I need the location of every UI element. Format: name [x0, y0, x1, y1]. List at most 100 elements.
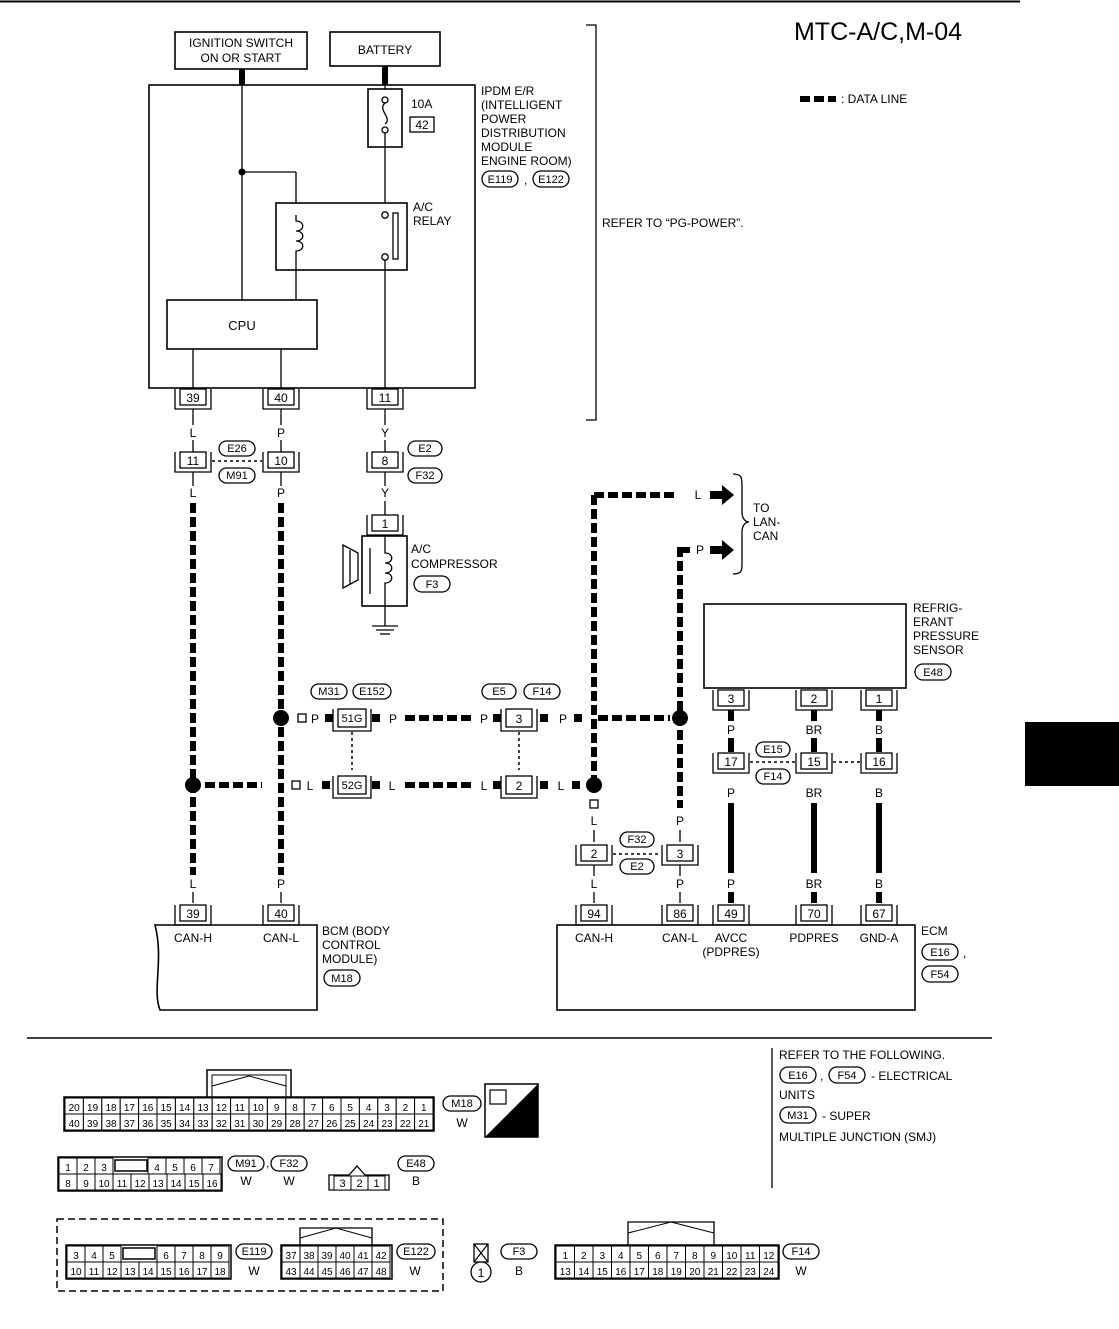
- svg-text:Y: Y: [381, 426, 389, 440]
- svg-text:L: L: [591, 877, 598, 891]
- svg-text:GND-A: GND-A: [860, 931, 899, 945]
- f14-pin-number: 6: [655, 1251, 661, 1262]
- m18-pin-number: 12: [216, 1103, 228, 1114]
- m91-pin-number: 3: [101, 1163, 107, 1174]
- svg-text:1: 1: [876, 692, 883, 706]
- svg-text:ON OR START: ON OR START: [201, 51, 283, 65]
- svg-text:MODULE): MODULE): [322, 952, 377, 966]
- e122-pin-number: 43: [285, 1267, 297, 1278]
- svg-text:,: ,: [963, 946, 966, 960]
- section-tab: [1025, 722, 1119, 786]
- e119-pin-number: 13: [124, 1267, 136, 1278]
- svg-text:BR: BR: [806, 877, 823, 891]
- f14-pin-number: 8: [692, 1251, 698, 1262]
- f32-color: W: [283, 1174, 295, 1188]
- m18-pin-number: 11: [235, 1103, 246, 1114]
- svg-text:COMPRESSOR: COMPRESSOR: [411, 557, 498, 571]
- e119-pin-number: 11: [89, 1267, 100, 1278]
- svg-text:P: P: [727, 877, 735, 891]
- e48-tag-label: E48: [406, 1158, 426, 1170]
- svg-text:52G: 52G: [342, 780, 363, 792]
- svg-text:L: L: [481, 779, 488, 793]
- connector-e122-tag: E122: [538, 174, 564, 186]
- svg-text:67: 67: [872, 907, 886, 921]
- svg-text:2: 2: [811, 692, 818, 706]
- svg-text:8: 8: [382, 454, 389, 468]
- svg-text:86: 86: [673, 907, 687, 921]
- can-h-bus: L 52G L L 2 L: [185, 775, 602, 799]
- e119-pin-number: 7: [181, 1251, 187, 1262]
- svg-text:39: 39: [186, 391, 200, 405]
- m91-pin-number: 12: [134, 1179, 146, 1190]
- e119-pin-number: 3: [73, 1251, 79, 1262]
- m18-pin-number: 17: [124, 1103, 136, 1114]
- m18-pin-number: 34: [179, 1119, 191, 1130]
- m18-pin-number: 35: [161, 1119, 173, 1130]
- ipdm-pin-40: 40: [262, 388, 300, 410]
- m18-pin-number: 29: [271, 1119, 283, 1130]
- svg-text:L: L: [307, 779, 314, 793]
- m18-pin-number: 25: [345, 1119, 357, 1130]
- f14-pin-number: 14: [578, 1267, 590, 1278]
- e119-pin-number: 17: [196, 1267, 208, 1278]
- svg-text:ENGINE ROOM): ENGINE ROOM): [481, 154, 572, 168]
- svg-text:3: 3: [728, 692, 735, 706]
- hs-label: H.S.: [507, 1121, 532, 1136]
- f14-pin-number: 18: [652, 1267, 664, 1278]
- m18-pin-number: 36: [142, 1119, 154, 1130]
- m18-pin-number: 27: [308, 1119, 320, 1130]
- to-lan-can: L P TO LAN- CAN: [591, 473, 780, 790]
- ipdm-pin-39: 39: [174, 388, 212, 410]
- svg-text:F32: F32: [628, 834, 647, 846]
- e119-pin-number: 8: [199, 1251, 205, 1262]
- f14-pin-number: 23: [745, 1267, 757, 1278]
- m18-pin-number: 9: [274, 1103, 280, 1114]
- m18-pin-number: 28: [289, 1119, 301, 1130]
- e122-pin-number: 47: [357, 1267, 369, 1278]
- f14-pin-number: 19: [671, 1267, 683, 1278]
- e119-pin-number: 18: [214, 1267, 226, 1278]
- e119-pin: [210, 1261, 230, 1279]
- m91-pin-number: 9: [83, 1179, 89, 1190]
- svg-text:3: 3: [516, 712, 523, 726]
- svg-text:LAN-: LAN-: [753, 515, 780, 529]
- m18-pin-number: 26: [326, 1119, 338, 1130]
- svg-text:REFRIG-: REFRIG-: [913, 601, 962, 615]
- connector-e119-tag: E119: [488, 174, 513, 186]
- m91-tag-label: M91: [235, 1158, 256, 1170]
- e119-pin-number: 6: [163, 1251, 169, 1262]
- svg-text:BR: BR: [806, 723, 823, 737]
- svg-text:40: 40: [274, 907, 288, 921]
- f3-pin-number: 1: [478, 1266, 485, 1280]
- ipdm-er-module: IPDM E/R (INTELLIGENT POWER DISTRIBUTION…: [148, 84, 572, 389]
- svg-text:94: 94: [587, 907, 601, 921]
- svg-text:POWER: POWER: [481, 112, 527, 126]
- joint-e15-f14: 17 15 16 E15 F14: [712, 741, 898, 785]
- f14-pin-number: 4: [618, 1251, 624, 1262]
- svg-text:L: L: [389, 779, 396, 793]
- svg-text:- ELECTRICAL: - ELECTRICAL: [871, 1069, 953, 1083]
- svg-text:M31: M31: [787, 1110, 808, 1122]
- svg-text:- SUPER: - SUPER: [822, 1109, 871, 1123]
- joint-e26-m91: 11 10 E26 M91: [174, 440, 300, 484]
- e122-tag: [396, 1243, 436, 1260]
- m18-pin-number: 16: [142, 1103, 154, 1114]
- m18-pin-number: 4: [366, 1103, 372, 1114]
- m18-tag: [442, 1095, 482, 1112]
- f14-pin-number: 5: [636, 1251, 642, 1262]
- svg-text:BATTERY: BATTERY: [358, 43, 412, 57]
- svg-text:11: 11: [379, 391, 392, 405]
- m91-pin-number: 15: [188, 1179, 200, 1190]
- svg-text:REFER TO THE FOLLOWING.: REFER TO THE FOLLOWING.: [779, 1048, 945, 1062]
- f14-pin-number: 21: [708, 1267, 720, 1278]
- e119-pin-number: 9: [217, 1251, 223, 1262]
- svg-text:B: B: [875, 723, 883, 737]
- svg-text:(PDPRES): (PDPRES): [702, 945, 759, 959]
- svg-text:P: P: [676, 814, 684, 828]
- legend-text: : DATA LINE: [841, 92, 907, 106]
- ipdm-pin-11: 11: [366, 388, 404, 410]
- f14-pin-number: 22: [726, 1267, 738, 1278]
- m91-pin-number: 16: [206, 1179, 218, 1190]
